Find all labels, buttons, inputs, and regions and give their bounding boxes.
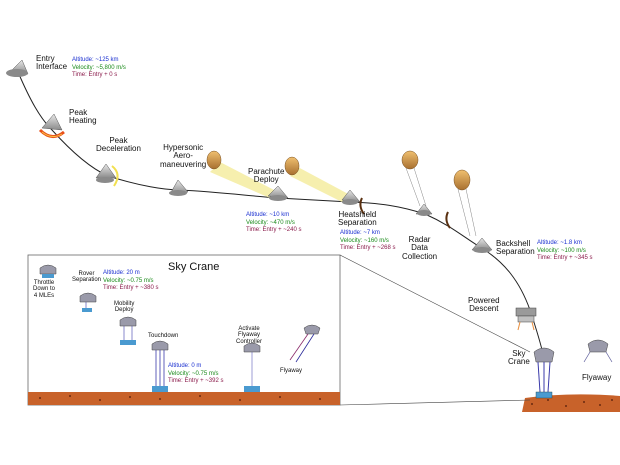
capsule-icon: [6, 59, 29, 77]
sky-crane-panel: [27, 254, 341, 406]
label-touchdown: Touchdown: [148, 333, 179, 339]
touchdown-icon: [151, 340, 169, 392]
info-touchdown: Altitude: 0 m Velocity: ~0.75 m/s Time: …: [168, 363, 224, 384]
activate-flyaway-icon: [243, 342, 261, 392]
info-entry: Altitude: ~125 km Velocity: ~5,800 m/s T…: [72, 57, 126, 78]
panel-connector-bottom: [339, 399, 531, 406]
inset-rocks: [39, 395, 321, 401]
ground-right: [522, 394, 620, 412]
ground-rocks: [531, 399, 613, 407]
sky-crane-right-icon: [533, 347, 555, 399]
powered-descent-icon: [515, 307, 537, 331]
backshell-parachute-icon: [453, 169, 493, 253]
info-parachute: Altitude: ~10 km Velocity: ~470 m/s Time…: [246, 212, 302, 233]
heatshield-separation-icon: [284, 156, 365, 215]
info-rover: Altitude: 20 m Velocity: ~0.75 m/s Time:…: [103, 270, 159, 291]
label-flyaway: Flyaway: [582, 373, 612, 382]
panel-connector-top: [339, 254, 531, 353]
throttle-down-icon: [39, 264, 57, 278]
mobility-deploy-icon: [119, 316, 137, 345]
flyaway-right-icon: [583, 339, 613, 363]
info-backshell: Altitude: ~1.8 km Velocity: ~100 m/s Tim…: [537, 240, 593, 261]
trajectory-path: [17, 71, 545, 359]
label-flyaway-inset: Flyaway: [280, 368, 303, 374]
rover-separation-icon: [79, 292, 97, 312]
heating-capsule-icon: [38, 113, 65, 138]
flyaway-inset-icon: [289, 324, 321, 363]
info-heatshield: Altitude: ~7 km Velocity: ~160 m/s Time:…: [340, 230, 396, 251]
radar-parachute-icon: [401, 150, 451, 229]
sky-crane-title: Sky Crane: [168, 261, 220, 273]
ground-inset: [28, 392, 340, 405]
parachute-deploy-icon: [206, 150, 289, 201]
hypersonic-capsule-icon: [169, 179, 189, 196]
deceleration-capsule-icon: [95, 163, 119, 187]
